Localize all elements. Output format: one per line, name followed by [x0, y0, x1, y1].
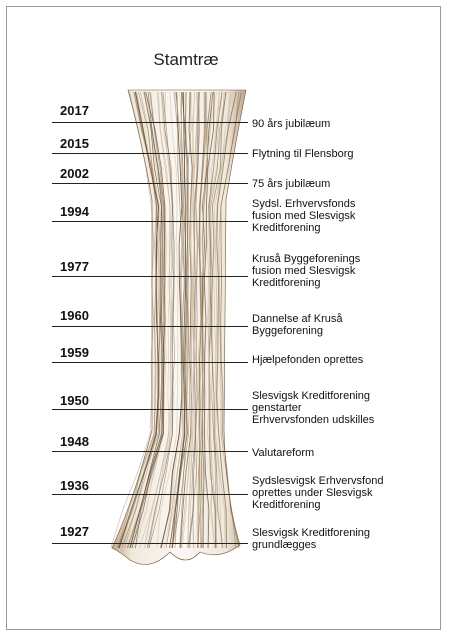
timeline-event: Slesvigsk Kreditforening grundlægges — [252, 527, 370, 551]
timeline-rule — [52, 326, 248, 327]
timeline-event: Kruså Byggeforenings fusion med Slesvigs… — [252, 253, 360, 289]
timeline-event: 75 års jubilæum — [252, 178, 330, 190]
timeline-year: 1960 — [60, 308, 89, 323]
timeline-year: 1927 — [60, 524, 89, 539]
timeline-rule — [52, 409, 248, 410]
timeline-rule — [52, 122, 248, 123]
timeline-year: 2017 — [60, 103, 89, 118]
timeline-year: 1977 — [60, 259, 89, 274]
timeline-year: 2015 — [60, 136, 89, 151]
timeline-year: 1959 — [60, 345, 89, 360]
timeline-rule — [52, 183, 248, 184]
timeline-rule — [52, 362, 248, 363]
timeline-event: Slesvigsk Kreditforening genstarter Erhv… — [252, 390, 374, 426]
timeline-rule — [52, 221, 248, 222]
timeline-event: Sydsl. Erhvervsfonds fusion med Slesvigs… — [252, 198, 355, 234]
timeline-year: 1936 — [60, 478, 89, 493]
timeline-year: 1994 — [60, 204, 89, 219]
page-title: Stamtræ — [0, 50, 372, 70]
timeline-rule — [52, 494, 248, 495]
timeline-event: Sydslesvigsk Erhvervsfond oprettes under… — [252, 475, 383, 511]
timeline-year: 2002 — [60, 166, 89, 181]
timeline-event: 90 års jubilæum — [252, 118, 330, 130]
timeline-event: Valutareform — [252, 447, 314, 459]
timeline-event: Hjælpefonden oprettes — [252, 354, 363, 366]
timeline-year: 1950 — [60, 393, 89, 408]
timeline-rule — [52, 276, 248, 277]
timeline-rule — [52, 543, 248, 544]
timeline-rule — [52, 153, 248, 154]
timeline-event: Flytning til Flensborg — [252, 148, 354, 160]
timeline-year: 1948 — [60, 434, 89, 449]
timeline-rule — [52, 451, 248, 452]
timeline-event: Dannelse af Kruså Byggeforening — [252, 313, 343, 337]
